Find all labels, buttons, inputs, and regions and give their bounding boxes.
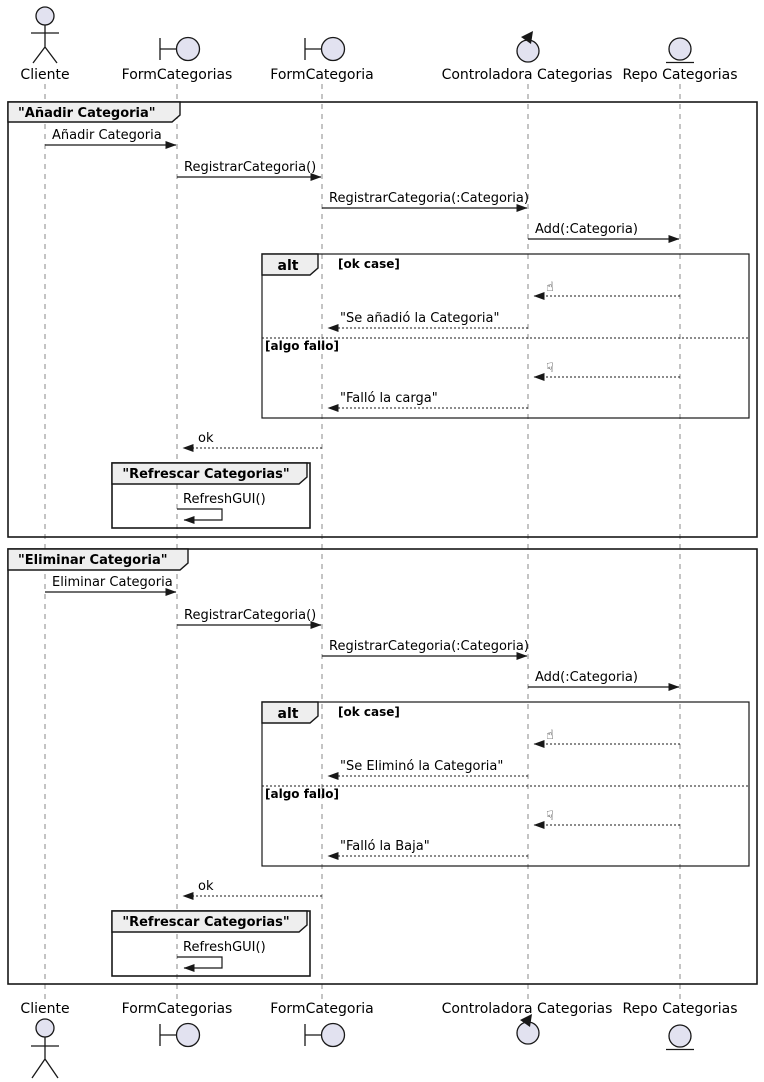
control-icon (516, 39, 540, 63)
participant-label: Cliente (20, 1001, 69, 1017)
alt-operator: alt (278, 258, 299, 274)
boundary-icon (175, 36, 201, 62)
alt-operator-tab (261, 701, 319, 724)
alt-fragment: alt [ok case] ☝ "Se añadió la Categoria"… (261, 253, 750, 419)
frame-title-tab (7, 548, 189, 571)
guard-label: [ok case] (338, 705, 400, 719)
message-label: RegistrarCategoria() (184, 608, 316, 623)
control-icon (521, 31, 533, 44)
message-label: "Se añadió la Categoria" (340, 311, 499, 326)
frame-title: "Eliminar Categoria" (18, 553, 168, 568)
participant-top-controladora: Controladora Categorias (442, 31, 613, 83)
alt-border (261, 253, 750, 419)
actor-icon (35, 6, 55, 26)
frame-refrescar-categorias: "Refrescar Categorias" RefreshGUI() (111, 462, 311, 529)
alt-operator-tab (261, 253, 319, 276)
alt-fragment: alt [ok case] ☝ "Se Eliminó la Categoria… (261, 701, 750, 867)
frame-title: "Refrescar Categorias" (122, 467, 289, 482)
alt-border (261, 701, 750, 867)
frame-title: "Añadir Categoria" (18, 106, 156, 121)
participant-bottom-cliente: Cliente (20, 1001, 70, 1079)
boundary-icon (304, 1024, 321, 1046)
self-message-arrow (177, 508, 223, 524)
message-label: RegistrarCategoria() (184, 160, 316, 175)
message-label: Add(:Categoria) (535, 670, 638, 685)
participant-label: Repo Categorias (622, 67, 737, 83)
guard-label: [algo fallo] (265, 787, 339, 801)
control-icon (520, 1014, 532, 1027)
message-label: RefreshGUI() (183, 940, 266, 955)
participant-bottom-formcategoria: FormCategoria (270, 1001, 374, 1048)
thumbs-up-icon: ☝ (546, 728, 554, 743)
boundary-icon (175, 1022, 201, 1048)
thumbs-down-icon: ☟ (546, 809, 554, 824)
actor-icon (31, 1037, 59, 1079)
participant-bottom-controladora: Controladora Categorias (442, 1001, 613, 1045)
frame-title-tab (111, 462, 308, 485)
participant-label: Cliente (20, 67, 69, 83)
participant-label: FormCategorias (122, 1001, 233, 1017)
boundary-icon (159, 1024, 176, 1046)
message-label: "Falló la carga" (340, 391, 438, 406)
message-label: ok (198, 431, 214, 446)
message-label: Eliminar Categoria (52, 575, 173, 590)
message-label: "Falló la Baja" (340, 839, 430, 854)
entity-icon (668, 37, 692, 61)
actor-icon (31, 25, 59, 64)
message-label: Add(:Categoria) (535, 222, 638, 237)
boundary-icon (320, 1022, 346, 1048)
participant-bottom-formcategorias: FormCategorias (122, 1001, 233, 1048)
frame-title-tab (111, 910, 308, 933)
participant-label: Controladora Categorias (442, 67, 613, 83)
message-label: RefreshGUI() (183, 492, 266, 507)
participant-label: FormCategorias (122, 67, 233, 83)
boundary-icon (159, 38, 176, 60)
actor-icon (35, 1018, 55, 1038)
participant-bottom-repo: Repo Categorias (622, 1001, 738, 1051)
participant-top-formcategorias: FormCategorias (122, 36, 233, 83)
message-label: "Se Eliminó la Categoria" (340, 759, 503, 774)
participant-top-formcategoria: FormCategoria (270, 36, 374, 83)
frame-eliminar-categoria: "Eliminar Categoria" Eliminar Categoria … (7, 548, 758, 985)
frame-border (7, 548, 758, 985)
guard-label: [algo fallo] (265, 339, 339, 353)
guard-label: [ok case] (338, 257, 400, 271)
participant-top-repo: Repo Categorias (622, 37, 738, 83)
participant-label: FormCategoria (270, 1001, 373, 1017)
participant-label: Controladora Categorias (442, 1001, 613, 1017)
message-label: RegistrarCategoria(:Categoria) (329, 639, 529, 654)
frame-title: "Refrescar Categorias" (122, 915, 289, 930)
participant-top-cliente: Cliente (20, 6, 70, 83)
participant-label: Repo Categorias (622, 1001, 737, 1017)
message-label: ok (198, 879, 214, 894)
thumbs-down-icon: ☟ (546, 361, 554, 376)
thumbs-up-icon: ☝ (546, 280, 554, 295)
participant-label: FormCategoria (270, 67, 373, 83)
boundary-icon (320, 36, 346, 62)
message-label: RegistrarCategoria(:Categoria) (329, 191, 529, 206)
alt-operator: alt (278, 706, 299, 722)
frame-title-tab (7, 101, 181, 123)
entity-icon (668, 1024, 692, 1048)
frame-refrescar-categorias: "Refrescar Categorias" RefreshGUI() (111, 910, 311, 977)
message-label: Añadir Categoria (52, 128, 162, 143)
boundary-icon (304, 38, 321, 60)
self-message-arrow (177, 956, 223, 972)
frame-border (7, 101, 758, 538)
frame-anadir-categoria: "Añadir Categoria" Añadir Categoria Regi… (7, 101, 758, 538)
